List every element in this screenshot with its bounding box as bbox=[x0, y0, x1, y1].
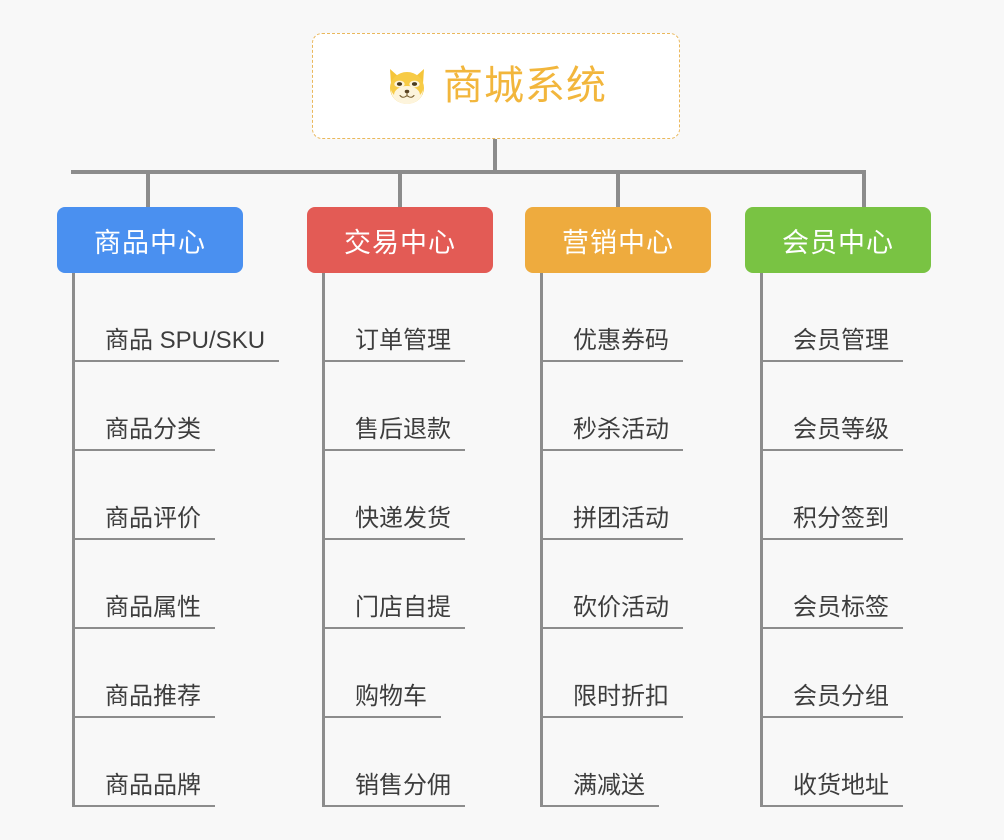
list-item-label: 购物车 bbox=[325, 683, 441, 718]
connector-drop-3 bbox=[616, 170, 620, 208]
connector-cross-bar bbox=[71, 170, 866, 174]
list-item-label: 商品属性 bbox=[75, 594, 215, 629]
list-item[interactable]: 售后退款 bbox=[325, 362, 507, 451]
branch-column-1: 商品中心 商品 SPU/SKU 商品分类 商品评价 商品属性 商品推荐 商品品牌 bbox=[57, 207, 280, 807]
branch-child-list-2: 订单管理 售后退款 快递发货 门店自提 购物车 销售分佣 bbox=[322, 273, 507, 807]
list-item[interactable]: 积分签到 bbox=[763, 451, 945, 540]
list-item-label: 秒杀活动 bbox=[543, 416, 683, 451]
list-item[interactable]: 购物车 bbox=[325, 629, 507, 718]
branch-header-1[interactable]: 商品中心 bbox=[57, 207, 243, 273]
branch-header-4[interactable]: 会员中心 bbox=[745, 207, 931, 273]
branch-child-list-3: 优惠券码 秒杀活动 拼团活动 砍价活动 限时折扣 满减送 bbox=[540, 273, 725, 807]
list-item-label: 商品 SPU/SKU bbox=[75, 327, 280, 362]
list-item[interactable]: 商品 SPU/SKU bbox=[75, 273, 280, 362]
list-item-label: 优惠券码 bbox=[543, 327, 683, 362]
branch-child-list-1: 商品 SPU/SKU 商品分类 商品评价 商品属性 商品推荐 商品品牌 bbox=[72, 273, 280, 807]
list-item-label: 售后退款 bbox=[325, 416, 465, 451]
branch-column-3: 营销中心 优惠券码 秒杀活动 拼团活动 砍价活动 限时折扣 满减送 bbox=[525, 207, 725, 807]
branch-header-label: 营销中心 bbox=[562, 227, 674, 258]
list-item-label: 会员等级 bbox=[763, 416, 903, 451]
root-node[interactable]: 商城系统 bbox=[312, 33, 680, 139]
list-item-label: 积分签到 bbox=[763, 505, 903, 540]
list-item[interactable]: 砍价活动 bbox=[543, 540, 725, 629]
list-item-label: 商品分类 bbox=[75, 416, 215, 451]
list-item-label: 快递发货 bbox=[325, 505, 465, 540]
list-item[interactable]: 会员分组 bbox=[763, 629, 945, 718]
connector-root-stem bbox=[493, 139, 497, 173]
list-item-label: 销售分佣 bbox=[325, 772, 465, 807]
list-item[interactable]: 商品品牌 bbox=[75, 718, 257, 807]
list-item-label: 拼团活动 bbox=[543, 505, 683, 540]
shiba-dog-face-icon bbox=[385, 64, 429, 108]
list-item-label: 门店自提 bbox=[325, 594, 465, 629]
list-item[interactable]: 订单管理 bbox=[325, 273, 507, 362]
list-item-label: 收货地址 bbox=[763, 772, 903, 807]
list-item[interactable]: 快递发货 bbox=[325, 451, 507, 540]
list-item[interactable]: 商品分类 bbox=[75, 362, 257, 451]
list-item-label: 商品品牌 bbox=[75, 772, 215, 807]
list-item-label: 限时折扣 bbox=[543, 683, 683, 718]
branch-header-label: 交易中心 bbox=[344, 227, 456, 258]
root-title: 商城系统 bbox=[443, 64, 607, 108]
list-item[interactable]: 会员等级 bbox=[763, 362, 945, 451]
list-item[interactable]: 商品评价 bbox=[75, 451, 257, 540]
connector-drop-1 bbox=[146, 170, 150, 208]
list-item[interactable]: 商品推荐 bbox=[75, 629, 257, 718]
branch-header-label: 会员中心 bbox=[782, 227, 894, 258]
list-item[interactable]: 销售分佣 bbox=[325, 718, 507, 807]
list-item[interactable]: 会员管理 bbox=[763, 273, 945, 362]
list-item[interactable]: 优惠券码 bbox=[543, 273, 725, 362]
connector-drop-4 bbox=[862, 170, 866, 208]
branch-column-2: 交易中心 订单管理 售后退款 快递发货 门店自提 购物车 销售分佣 bbox=[307, 207, 507, 807]
list-item-label: 会员标签 bbox=[763, 594, 903, 629]
list-item[interactable]: 会员标签 bbox=[763, 540, 945, 629]
branch-header-2[interactable]: 交易中心 bbox=[307, 207, 493, 273]
branch-header-label: 商品中心 bbox=[94, 227, 206, 258]
list-item-label: 满减送 bbox=[543, 772, 659, 807]
list-item[interactable]: 拼团活动 bbox=[543, 451, 725, 540]
branch-header-3[interactable]: 营销中心 bbox=[525, 207, 711, 273]
list-item[interactable]: 收货地址 bbox=[763, 718, 945, 807]
connector-drop-2 bbox=[398, 170, 402, 208]
list-item-label: 订单管理 bbox=[325, 327, 465, 362]
list-item-label: 砍价活动 bbox=[543, 594, 683, 629]
list-item-label: 会员管理 bbox=[763, 327, 903, 362]
list-item-label: 商品推荐 bbox=[75, 683, 215, 718]
branch-column-4: 会员中心 会员管理 会员等级 积分签到 会员标签 会员分组 收货地址 bbox=[745, 207, 945, 807]
list-item[interactable]: 秒杀活动 bbox=[543, 362, 725, 451]
list-item-label: 商品评价 bbox=[75, 505, 215, 540]
list-item[interactable]: 限时折扣 bbox=[543, 629, 725, 718]
list-item-label: 会员分组 bbox=[763, 683, 903, 718]
list-item[interactable]: 门店自提 bbox=[325, 540, 507, 629]
branch-child-list-4: 会员管理 会员等级 积分签到 会员标签 会员分组 收货地址 bbox=[760, 273, 945, 807]
list-item[interactable]: 满减送 bbox=[543, 718, 725, 807]
list-item[interactable]: 商品属性 bbox=[75, 540, 257, 629]
